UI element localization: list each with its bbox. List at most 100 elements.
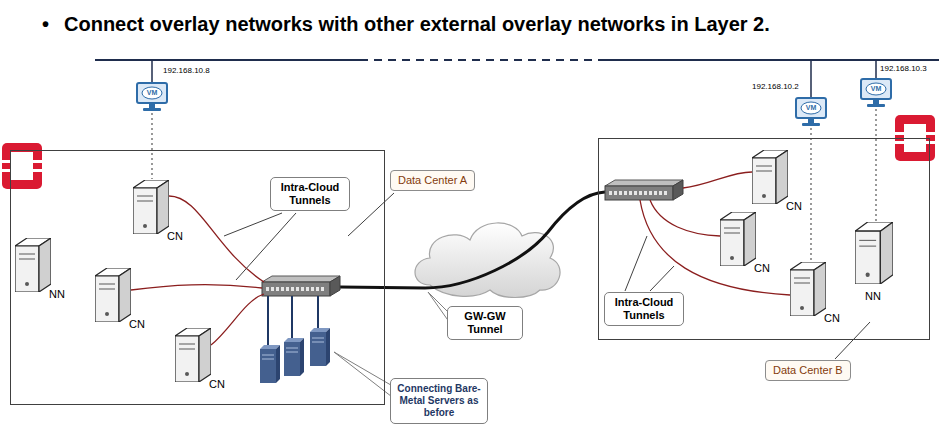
server-side xyxy=(814,262,826,316)
server-front xyxy=(15,246,39,292)
callout-box: Intra-Cloud Tunnels xyxy=(270,177,350,211)
server-led xyxy=(25,282,29,286)
switch-side xyxy=(673,180,683,200)
server-side xyxy=(276,345,280,383)
network-bus xyxy=(600,59,939,61)
bare-metal-server xyxy=(260,345,280,383)
server-role: CN xyxy=(824,312,840,325)
monitor-base xyxy=(802,123,820,126)
server-node: CN xyxy=(752,150,802,213)
bullet-mark: • xyxy=(42,12,49,36)
monitor-base xyxy=(143,108,161,111)
server-icon xyxy=(752,150,788,204)
region-name: Data Center A xyxy=(390,170,475,191)
server-slot xyxy=(286,348,298,349)
vm-host-link xyxy=(151,113,152,179)
server-led xyxy=(143,224,147,228)
server-node: CN xyxy=(133,180,183,243)
server-slot xyxy=(794,278,810,279)
server-slot xyxy=(262,355,274,356)
tunnel-line xyxy=(650,200,720,236)
server-node: NN xyxy=(15,238,65,301)
logo-gap xyxy=(926,132,935,135)
server-slot xyxy=(262,359,274,360)
bus-drop xyxy=(875,60,877,78)
title: Connect overlay networks with other exte… xyxy=(64,12,770,36)
switch-ports xyxy=(266,287,326,291)
network-bus-dashed xyxy=(360,59,600,61)
server-slot xyxy=(99,284,115,285)
server-slot xyxy=(724,233,740,234)
server-slot xyxy=(312,338,324,339)
server-front xyxy=(752,158,776,204)
monitor-screen xyxy=(861,79,891,99)
gateway-switch xyxy=(605,180,683,200)
bare-metal-server xyxy=(284,338,304,376)
bare-metal-link xyxy=(317,296,319,328)
tunnel-line xyxy=(683,172,752,188)
vm-monitor-icon xyxy=(136,82,168,112)
switch-side xyxy=(330,276,340,296)
server-slot xyxy=(756,166,772,167)
server-front xyxy=(790,270,814,316)
vm-label: VM xyxy=(860,84,892,94)
virtual-machine: VM192.168.10.3 xyxy=(860,64,927,108)
monitor-screen xyxy=(796,98,826,118)
network-bus xyxy=(95,59,360,61)
server-icon xyxy=(790,262,826,316)
vm-host-link xyxy=(875,109,876,221)
server-icon xyxy=(95,268,131,322)
callout-tail xyxy=(334,352,396,400)
data-center-region: Data Center BCNCNNNCNIntra-Cloud Tunnels xyxy=(598,138,930,340)
vm-label: VM xyxy=(795,103,827,113)
server-icon xyxy=(855,222,893,284)
server-slot xyxy=(724,228,740,229)
server-icon xyxy=(720,212,756,266)
server-side xyxy=(39,238,51,292)
server-front xyxy=(95,276,119,322)
callout-box: Connecting Bare-Metal Servers as before xyxy=(390,378,488,424)
server-slot xyxy=(137,201,153,202)
server-led xyxy=(800,306,804,310)
callout-text: Connecting Bare-Metal Servers as before xyxy=(397,383,481,419)
server-front xyxy=(284,342,300,376)
server-slot xyxy=(756,171,772,172)
server-led xyxy=(105,312,109,316)
server-side xyxy=(119,268,131,322)
callout-box: GW-GW Tunnel xyxy=(447,306,523,340)
bare-metal-link xyxy=(291,296,293,338)
server-front xyxy=(310,332,326,366)
data-center-region: Data Center ACNNNCNCNIntra-Cloud Tunnels xyxy=(10,150,385,405)
bus-drop xyxy=(151,60,153,82)
callout-text: GW-GW Tunnel xyxy=(453,310,517,336)
tunnel-line xyxy=(131,285,262,290)
server-slot xyxy=(19,259,35,260)
leader-line xyxy=(348,193,394,236)
switch-front xyxy=(262,282,330,296)
monitor-base xyxy=(867,104,885,107)
server-role: CN xyxy=(209,378,225,391)
switch-top xyxy=(605,180,683,186)
leader-line xyxy=(625,236,647,291)
server-front xyxy=(260,349,276,383)
monitor-neck xyxy=(808,118,814,123)
server-slot xyxy=(286,352,298,353)
server-side xyxy=(880,222,893,284)
server-role: NN xyxy=(865,290,881,303)
server-slot xyxy=(859,246,876,247)
server-role: CN xyxy=(167,230,183,243)
server-front xyxy=(175,336,199,382)
switch-ports xyxy=(609,191,669,195)
gateway-switch xyxy=(262,276,340,296)
leader-line xyxy=(650,266,674,291)
server-front xyxy=(133,188,157,234)
server-side xyxy=(326,328,330,366)
ip-address: 192.168.10.2 xyxy=(752,82,799,92)
logo-inner xyxy=(11,152,33,180)
server-node: CN xyxy=(175,328,225,391)
server-node: CN xyxy=(95,268,145,331)
server-role: CN xyxy=(129,318,145,331)
server-node: CN xyxy=(720,212,770,275)
intra-cloud-tunnels xyxy=(131,172,790,345)
